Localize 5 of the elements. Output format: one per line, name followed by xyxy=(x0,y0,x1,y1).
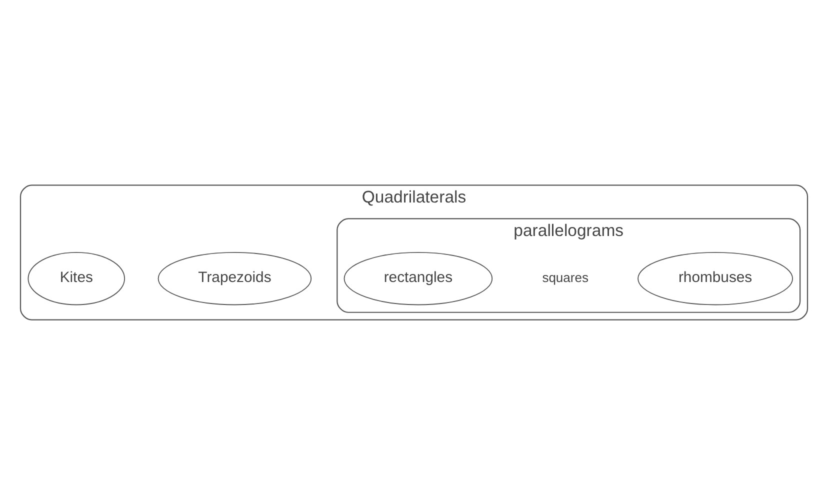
node-ellipse: Kites xyxy=(28,251,126,305)
node-ellipse: rectangles xyxy=(344,251,493,305)
node-ellipse: Trapezoids xyxy=(158,251,312,305)
label: squares xyxy=(542,270,589,285)
node-ellipse: rhombuses xyxy=(638,251,794,305)
